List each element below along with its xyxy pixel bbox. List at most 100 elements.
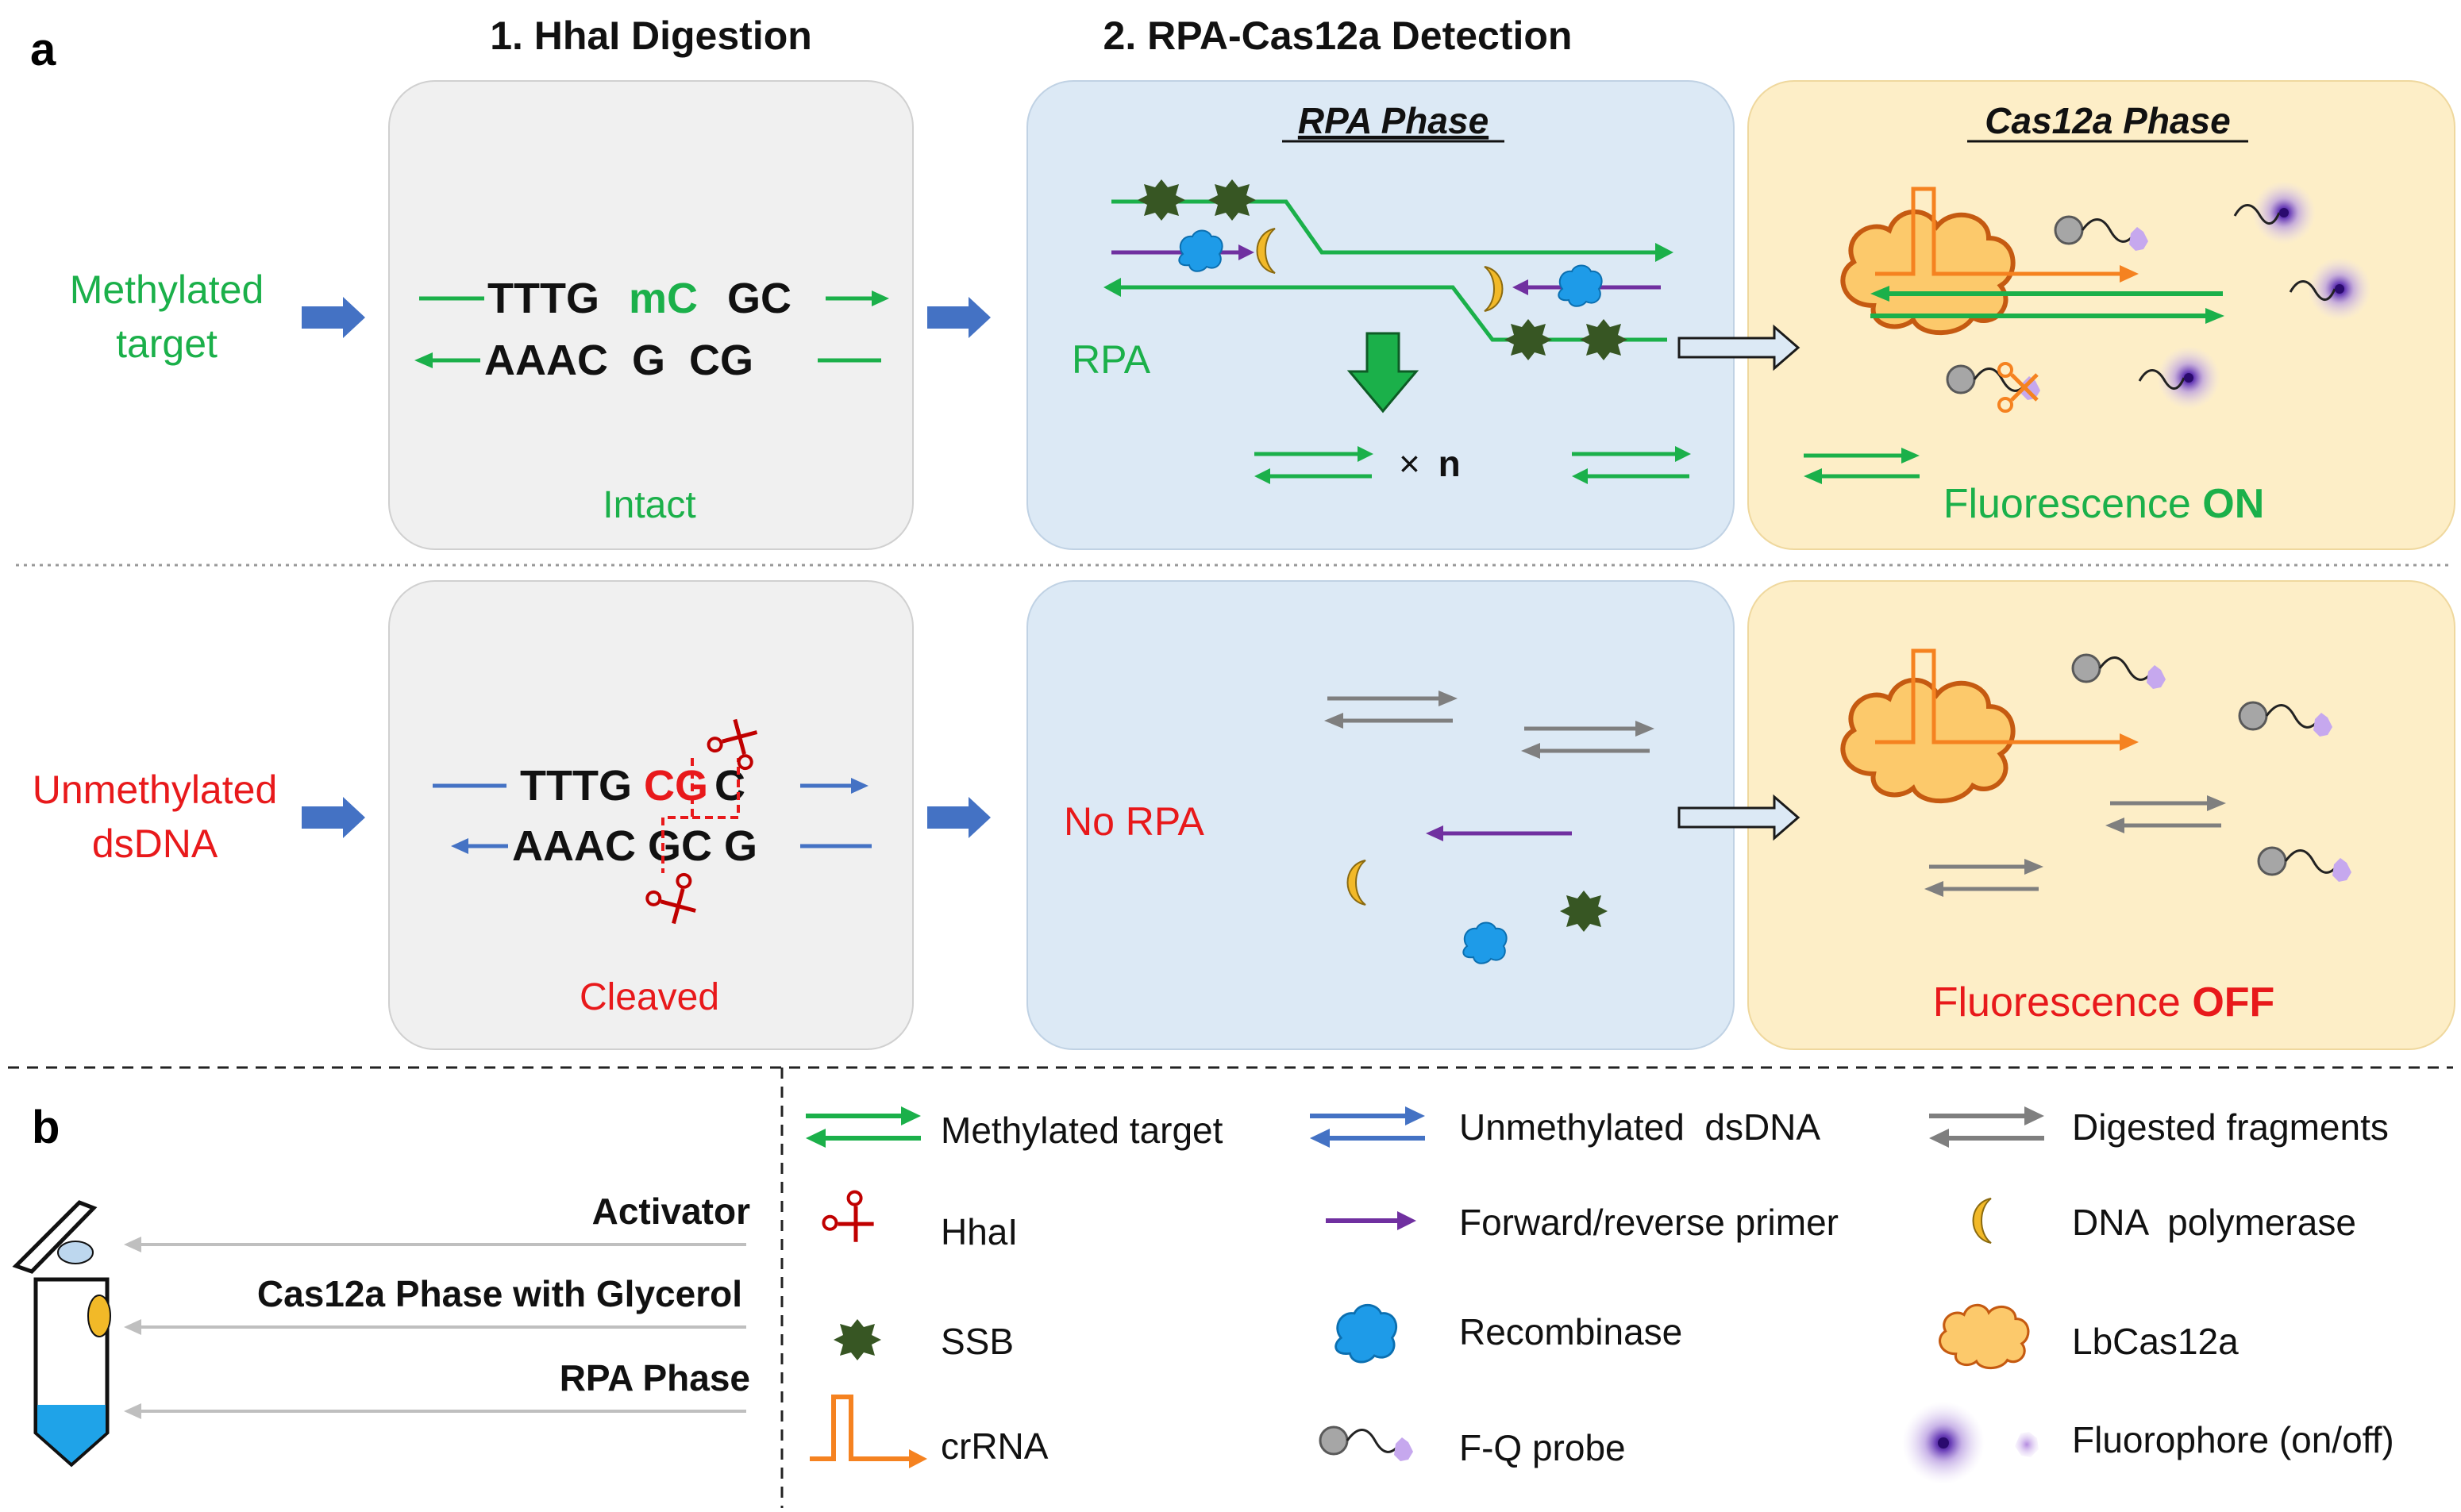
recombinase-icon bbox=[1178, 229, 1223, 272]
block-arrow-icon bbox=[927, 297, 991, 338]
digestion-box-row2 bbox=[388, 580, 914, 1050]
legend-crrna: crRNA bbox=[941, 1425, 1049, 1467]
arrowhead bbox=[1426, 825, 1443, 841]
svg-text:Fluorescence OFF: Fluorescence OFF bbox=[1933, 979, 2275, 1025]
green-double-arrow-icon bbox=[806, 1106, 921, 1148]
tube-pointer-lines bbox=[124, 1237, 746, 1419]
cas12a-cloud-icon bbox=[1938, 1303, 2030, 1370]
legend-unmethylated-dsdna: Unmethylated dsDNA bbox=[1459, 1106, 1820, 1148]
green-strand-top bbox=[1111, 199, 1655, 255]
legend-fq-probe: F-Q probe bbox=[1459, 1427, 1626, 1468]
row1-seq-top-methyl: mC bbox=[629, 275, 698, 322]
digested-fragment-icon bbox=[1924, 859, 2043, 897]
svg-text:TTTG mC GC: TTTG mC GC bbox=[487, 275, 791, 322]
arrowhead bbox=[2120, 265, 2139, 283]
legend-digested-fragments: Digested fragments bbox=[2072, 1106, 2389, 1148]
row1-digest-status: Intact bbox=[603, 484, 695, 526]
rpa-box-row1 bbox=[1026, 80, 1735, 550]
arrowhead bbox=[1655, 243, 1673, 262]
rpa-phase-title: RPA Phase bbox=[1298, 100, 1489, 141]
row1-fluor-state: ON bbox=[2202, 481, 2264, 527]
amplicon-icon bbox=[1572, 446, 1691, 484]
row2-input-line1: Unmethylated bbox=[33, 768, 278, 812]
legend-lbcas12a: LbCas12a bbox=[2072, 1321, 2239, 1362]
digested-fragment-icon bbox=[2105, 795, 2226, 833]
tube-label-activator: Activator bbox=[592, 1191, 750, 1232]
legend-hhai: HhaI bbox=[941, 1211, 1018, 1252]
fq-probe-icon bbox=[1319, 1425, 1415, 1463]
amplify-down-arrow-icon bbox=[1346, 332, 1419, 414]
block-arrow-icon bbox=[927, 797, 991, 838]
legend-primer: Forward/reverse primer bbox=[1459, 1202, 1839, 1243]
amplicon-icon bbox=[1804, 448, 1920, 484]
legend-methylated-target: Methylated target bbox=[941, 1110, 1223, 1151]
panel-a-label: a bbox=[30, 24, 56, 75]
arrowhead bbox=[1238, 244, 1254, 260]
cut-site-box bbox=[661, 758, 740, 873]
ssb-icon bbox=[1138, 179, 1185, 221]
arrowhead bbox=[1512, 279, 1528, 295]
legend-fluorophore: Fluorophore (on/off) bbox=[2072, 1419, 2394, 1460]
arrowhead bbox=[1103, 278, 1121, 297]
row1-input-line1: Methylated bbox=[70, 267, 264, 312]
row2-seq-top-c: C bbox=[714, 762, 745, 810]
recombinase-blob-icon bbox=[1334, 1303, 1398, 1364]
ssb-icon bbox=[1504, 319, 1552, 360]
row1-seq-bottom: AAAC G CG bbox=[484, 337, 753, 384]
arrowhead bbox=[872, 290, 889, 306]
panel-b-label: b bbox=[32, 1102, 60, 1153]
legend-ssb: SSB bbox=[941, 1321, 1014, 1362]
block-arrow-icon bbox=[302, 297, 365, 338]
step1-title: 1. HhaI Digestion bbox=[490, 13, 812, 58]
tube-icon bbox=[12, 1200, 111, 1468]
tube-label-rpa: RPA Phase bbox=[560, 1357, 750, 1399]
svg-text:× n: × n bbox=[1399, 443, 1461, 484]
scissors-icon bbox=[821, 1189, 881, 1249]
crrna-icon bbox=[810, 1395, 909, 1461]
block-arrow-icon bbox=[302, 797, 365, 838]
arrowhead bbox=[2120, 733, 2139, 751]
row1-seq-top-a: TTTG bbox=[487, 275, 599, 322]
arrowhead bbox=[414, 352, 433, 368]
row1-fluor-text: Fluorescence bbox=[1943, 481, 2203, 527]
arrowhead bbox=[851, 778, 868, 794]
row2-seq-top-cg: CG bbox=[644, 762, 708, 810]
row2-rpa-label: No RPA bbox=[1064, 799, 1205, 844]
gray-double-arrow-icon bbox=[1929, 1106, 2044, 1148]
row2-seq-top-a: TTTG bbox=[520, 762, 644, 810]
row2-fluor-text: Fluorescence bbox=[1933, 979, 2193, 1025]
ssb-icon bbox=[1580, 319, 1627, 360]
arrowhead bbox=[1870, 286, 1889, 302]
row2-fluor-state: OFF bbox=[2192, 979, 2274, 1025]
step2-title: 2. RPA-Cas12a Detection bbox=[1103, 13, 1573, 58]
recombinase-icon bbox=[1558, 264, 1603, 307]
tube-label-cas12a: Cas12a Phase with Glycerol bbox=[257, 1273, 742, 1314]
digested-fragment-icon bbox=[1324, 691, 1458, 729]
crrna-icon bbox=[1875, 187, 2120, 276]
row2-digest-status: Cleaved bbox=[580, 976, 719, 1018]
row1-rpa-label: RPA bbox=[1072, 337, 1151, 382]
digested-fragment-icon bbox=[1521, 721, 1654, 759]
fluorophore-icon bbox=[1902, 1402, 2039, 1484]
arrowhead bbox=[2205, 308, 2224, 324]
row1-input-line2: target bbox=[116, 321, 218, 366]
arrowhead bbox=[451, 838, 468, 854]
svg-text:TTTG CGC: TTTG CGC bbox=[520, 762, 745, 810]
purple-arrow-icon bbox=[1326, 1211, 1416, 1230]
amplify-times: × bbox=[1399, 443, 1420, 484]
amplicon-icon bbox=[1254, 446, 1373, 484]
ssb-icon bbox=[1560, 891, 1608, 932]
svg-text:Fluorescence ON: Fluorescence ON bbox=[1943, 481, 2265, 527]
cas-phase-title: Cas12a Phase bbox=[1985, 100, 2230, 141]
legend-recombinase: Recombinase bbox=[1459, 1311, 1682, 1352]
legend-polymerase: DNA polymerase bbox=[2072, 1202, 2356, 1243]
arrowhead bbox=[909, 1449, 927, 1468]
blue-double-arrow-icon bbox=[1310, 1106, 1425, 1148]
recombinase-icon bbox=[1462, 921, 1508, 964]
row2-input-line2: dsDNA bbox=[92, 821, 218, 866]
row1-seq-top-c: GC bbox=[727, 275, 791, 322]
row2-seq-bottom: AAAC GC G bbox=[512, 822, 757, 870]
amplify-n: n bbox=[1438, 443, 1461, 484]
ssb-icon bbox=[1208, 179, 1256, 221]
